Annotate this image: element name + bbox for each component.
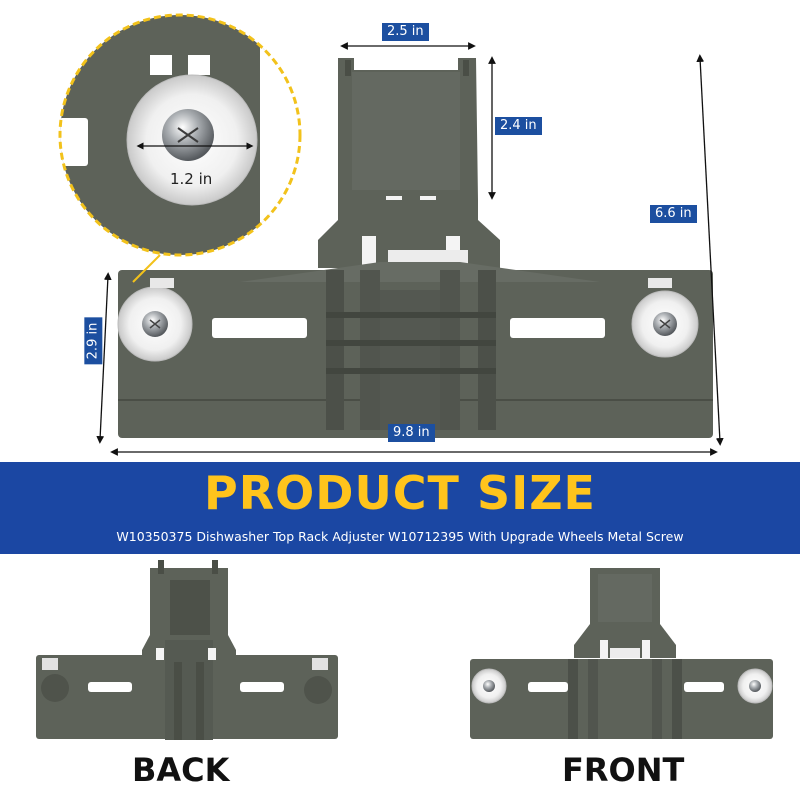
product-size-banner [0,462,800,554]
left-slot [212,318,307,338]
zoom-detail [58,13,302,283]
side-height-arrow [96,272,112,444]
total-height-dimension-label: 6.6 in [650,205,697,223]
side-height-dimension-label: 2.9 in [84,317,103,365]
back-view-label: BACK [132,751,230,789]
back-view [36,560,338,740]
width-dimension-label: 2.5 in [382,23,429,41]
front-view [470,568,773,739]
right-slot [510,318,605,338]
total-width-dimension-label: 9.8 in [388,424,435,442]
main-adjuster [117,58,713,438]
right-wheel [631,290,699,358]
dimension-arrows [96,42,724,456]
banner-subtitle: W10350375 Dishwasher Top Rack Adjuster W… [116,529,684,544]
front-view-label: FRONT [562,751,685,789]
total-height-arrow [696,54,724,446]
slide-height-dimension-label: 2.4 in [495,117,542,135]
wheel-diameter-label: 1.2 in [170,170,213,188]
left-wheel [117,286,193,362]
banner-title: PRODUCT SIZE [204,466,596,520]
